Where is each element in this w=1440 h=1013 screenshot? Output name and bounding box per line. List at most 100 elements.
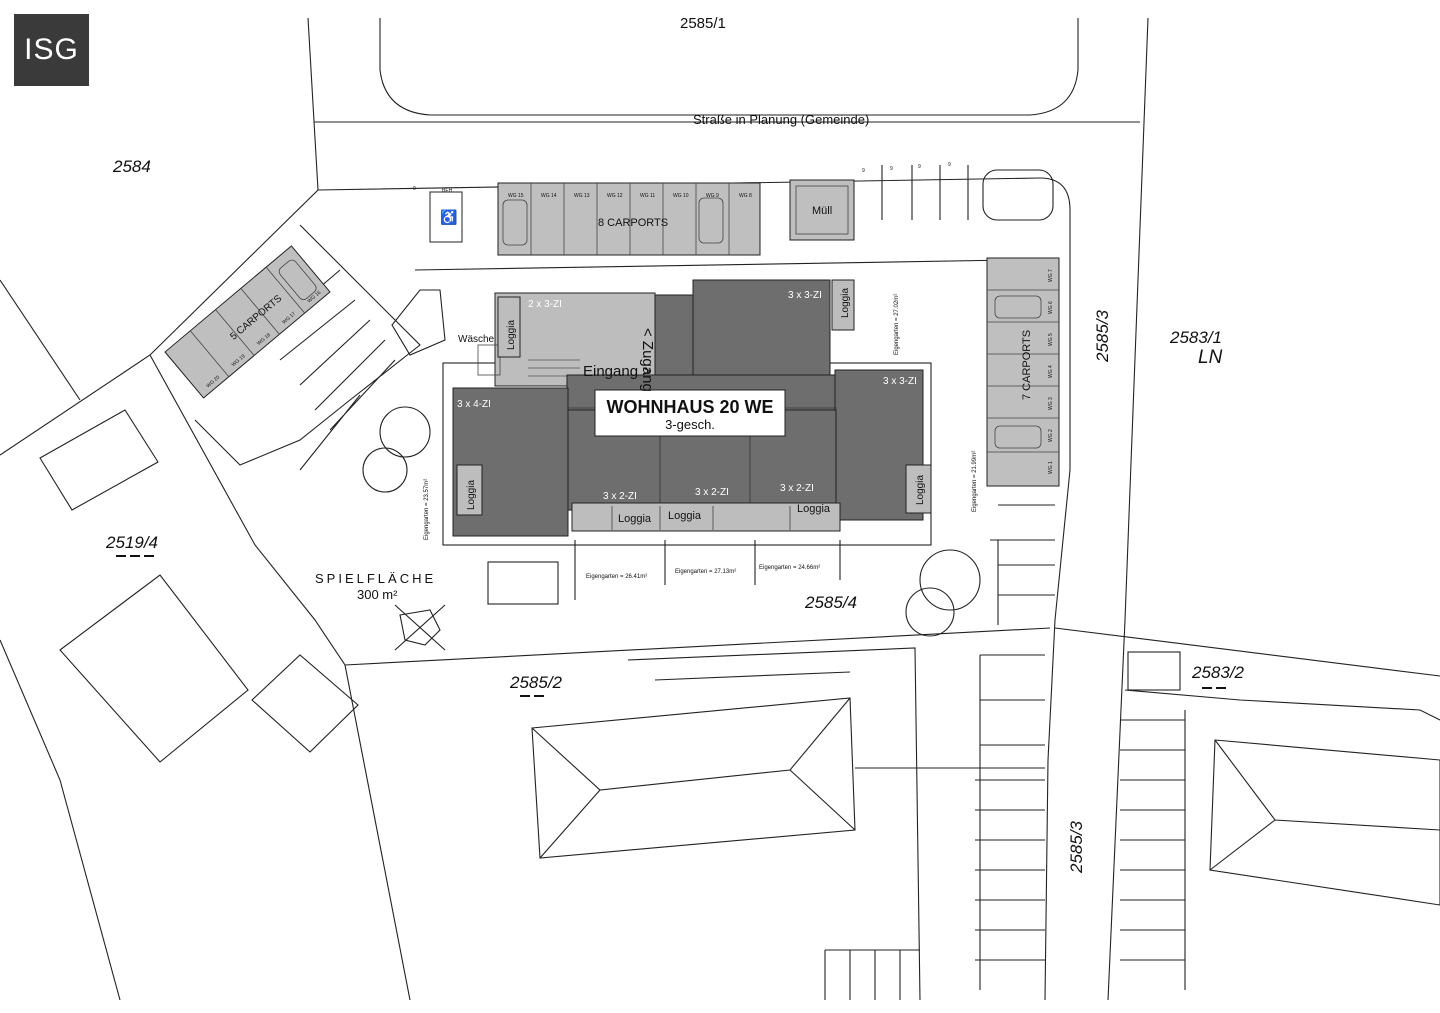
garden-dividers xyxy=(574,540,841,600)
building-title-box xyxy=(594,389,786,437)
wheelchair-icon: ♿ xyxy=(440,209,457,226)
parcel-line xyxy=(344,627,1051,666)
svg-text:9: 9 xyxy=(862,168,865,174)
carport-number: WG 4 xyxy=(1048,365,1054,378)
loggia-south-band xyxy=(571,502,841,532)
parcel-label-2583-2: 2583/2 xyxy=(1191,663,1245,682)
parcel-label-2585-3-top: 2585/3 xyxy=(1093,309,1112,363)
carport-number: WG 5 xyxy=(1048,333,1054,346)
loggia-north-east xyxy=(831,279,855,331)
road-2585-3-east xyxy=(1107,17,1149,1001)
playground-area: 300 m² xyxy=(357,587,398,602)
tree-symbols xyxy=(362,406,981,637)
parcel-underlines xyxy=(116,555,1226,697)
house-outline xyxy=(59,574,249,763)
playground-label: SPIELFLÄCHE xyxy=(315,571,436,586)
corner-island xyxy=(982,169,1054,221)
unit-label-3x2zi-c: 3 x 2-ZI xyxy=(780,483,814,494)
unit-label-3x3zi-north: 3 x 3-ZI xyxy=(788,290,822,301)
unit-block-north-core xyxy=(654,294,696,376)
parcel-label-2583-1: 2583/1 xyxy=(1169,328,1222,347)
planned-street-label: Straße in Planung (Gemeinde) xyxy=(693,112,869,127)
unit-label-2x3zi: 2 x 3-ZI xyxy=(528,299,562,310)
loggia-label: Loggia xyxy=(668,510,702,522)
carport-number: WG 14 xyxy=(541,193,557,199)
garden-label-3: Eigengarten = 24.66m² xyxy=(759,565,820,571)
playground-equipment xyxy=(394,604,446,651)
parcel-label-2519-4: 2519/4 xyxy=(105,533,158,552)
svg-text:9: 9 xyxy=(890,166,893,172)
parking-stalls-south xyxy=(824,654,1186,1000)
parcel-label-2585-4: 2585/4 xyxy=(804,593,857,612)
south-building-annex xyxy=(627,647,921,1001)
entrance-label: Eingang > xyxy=(583,363,651,380)
playground-sandbox xyxy=(487,561,559,605)
house-outline xyxy=(251,654,359,753)
loggia-label: Loggia xyxy=(466,480,477,510)
building-title: WOHNHAUS 20 WE xyxy=(606,397,773,417)
south-building-outline xyxy=(531,697,856,859)
planned-street-south-edge xyxy=(317,177,1071,470)
garden-label-6: Eigengarten = 21.99m² xyxy=(972,451,978,512)
garden-label-5: Eigengarten = 27.02m² xyxy=(894,294,900,355)
parcel-2585-1-outline xyxy=(379,18,1079,116)
carports-8-label: 8 CARPORTS xyxy=(598,217,668,229)
access-label: < Zugang xyxy=(639,328,656,392)
unit-label-3x2zi-a: 3 x 2-ZI xyxy=(603,491,637,502)
parcel-label-2585-1: 2585/1 xyxy=(680,15,726,32)
house-outline xyxy=(39,409,159,511)
disabled-parking-label: BEH xyxy=(442,188,453,194)
east-building-roof xyxy=(1209,739,1440,871)
carport-number: WG 7 xyxy=(1048,269,1054,282)
carport-number: WG 2 xyxy=(1048,429,1054,442)
carports-7-label: 7 CARPORTS xyxy=(1021,330,1033,400)
east-small-box xyxy=(1127,651,1181,691)
carport-number: WG 10 xyxy=(673,193,689,199)
loggia-north-west xyxy=(497,296,521,358)
parcel-line xyxy=(149,354,411,1001)
east-building-outline xyxy=(1209,739,1440,906)
loggia-label: Loggia xyxy=(618,513,652,525)
road-crossing xyxy=(1054,627,1440,677)
unit-label-3x3zi-east: 3 x 3-ZI xyxy=(883,376,917,387)
carport-numbers-right: WG 7WG 6WG 5WG 4WG 3WG 2WG 1 xyxy=(1048,269,1054,474)
svg-text:9: 9 xyxy=(413,186,416,192)
svg-text:9: 9 xyxy=(918,164,921,170)
isg-logo: ISG xyxy=(14,14,89,86)
entrance-wing xyxy=(494,292,656,387)
carport-number: WG 12 xyxy=(607,193,623,199)
parcel-label-2585-2: 2585/2 xyxy=(509,673,563,692)
garden-label-2: Eigengarten = 27.13m² xyxy=(675,569,736,575)
loggia-label: Loggia xyxy=(915,475,926,505)
loggia-label: Loggia xyxy=(797,503,831,515)
garden-label-4: Eigengarten = 23.57m² xyxy=(424,479,430,540)
logo-text: ISG xyxy=(24,33,79,66)
unit-label-3x2zi-b: 3 x 2-ZI xyxy=(695,487,729,498)
road-2585-3-west xyxy=(1044,469,1071,1001)
loggia-label: Loggia xyxy=(506,320,517,350)
parcel-line xyxy=(0,17,319,456)
south-building-roof xyxy=(531,697,856,859)
stall-number-labels: 9 9 9 9 9 xyxy=(413,162,951,192)
parking-stalls-north xyxy=(881,165,1055,625)
loggia-east xyxy=(905,464,932,514)
loggia-west xyxy=(456,464,483,516)
parcel-line xyxy=(0,639,121,1001)
carport-number: WG 8 xyxy=(739,193,752,199)
carport-number: WG 13 xyxy=(574,193,590,199)
unit-label-3x4zi: 3 x 4-ZI xyxy=(457,399,491,410)
carport-number: WG 9 xyxy=(706,193,719,199)
laundry-stairs xyxy=(477,344,501,376)
traffic-island xyxy=(391,289,446,356)
parcel-label-ln: LN xyxy=(1198,347,1223,368)
east-lot-line xyxy=(1124,689,1440,721)
laundry-label: Wäsche xyxy=(458,334,495,345)
carport-number: WG 11 xyxy=(640,193,655,199)
building-subtitle: 3-gesch. xyxy=(665,417,715,432)
carport-number: WG 1 xyxy=(1048,461,1054,474)
waste-label: Müll xyxy=(812,205,832,217)
disabled-parking-stall xyxy=(429,191,463,243)
parcel-line xyxy=(0,279,81,401)
parcel-label-2585-3-bottom: 2585/3 xyxy=(1067,820,1086,874)
